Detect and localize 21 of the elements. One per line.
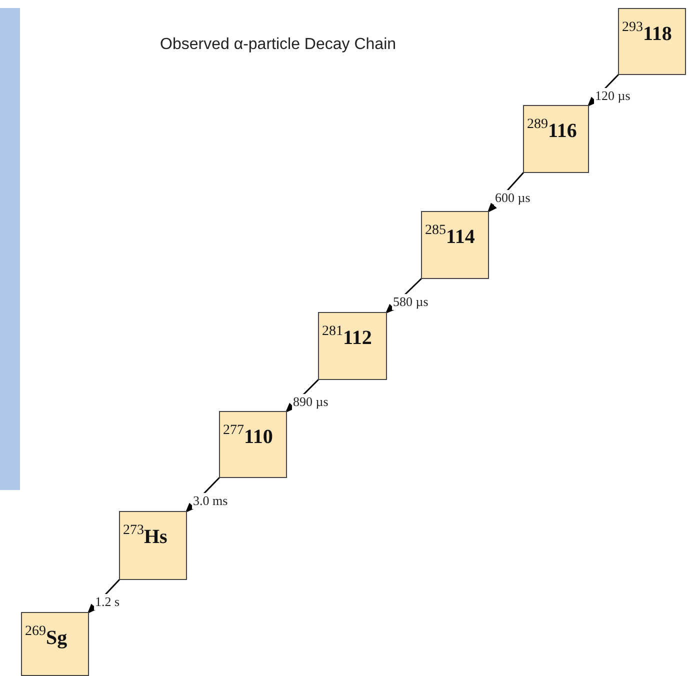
nuclide-symbol: $^{289}$116 — [527, 120, 577, 143]
nuclide-symbol: $^{281}$112 — [322, 327, 372, 350]
half-life-label: 3.0 ms — [192, 492, 229, 508]
diagram-title: Observed α-particle Decay Chain — [160, 36, 396, 54]
half-life-label: 1.2 s — [94, 594, 121, 610]
nuclide-box — [219, 411, 287, 478]
nuclide-symbol: $^{277}$110 — [223, 426, 273, 449]
half-life-label: 890 µs — [292, 394, 330, 410]
nuclide-box — [618, 8, 686, 75]
nuclide-box — [318, 312, 387, 380]
nuclide-symbol: $^{269}$Sg — [25, 627, 68, 650]
half-life-label: 580 µs — [392, 294, 430, 310]
half-life-label: 600 µs — [494, 190, 532, 206]
nuclide-symbol: $^{285}$114 — [425, 226, 475, 249]
nuclide-box — [421, 211, 489, 279]
nuclide-symbol: $^{293}$118 — [622, 23, 672, 46]
nuclide-box — [119, 511, 187, 580]
nuclide-box — [523, 105, 589, 173]
nuclide-box — [21, 612, 89, 676]
half-life-label: 120 µs — [594, 88, 632, 104]
nuclide-symbol: $^{273}$Hs — [123, 526, 168, 549]
